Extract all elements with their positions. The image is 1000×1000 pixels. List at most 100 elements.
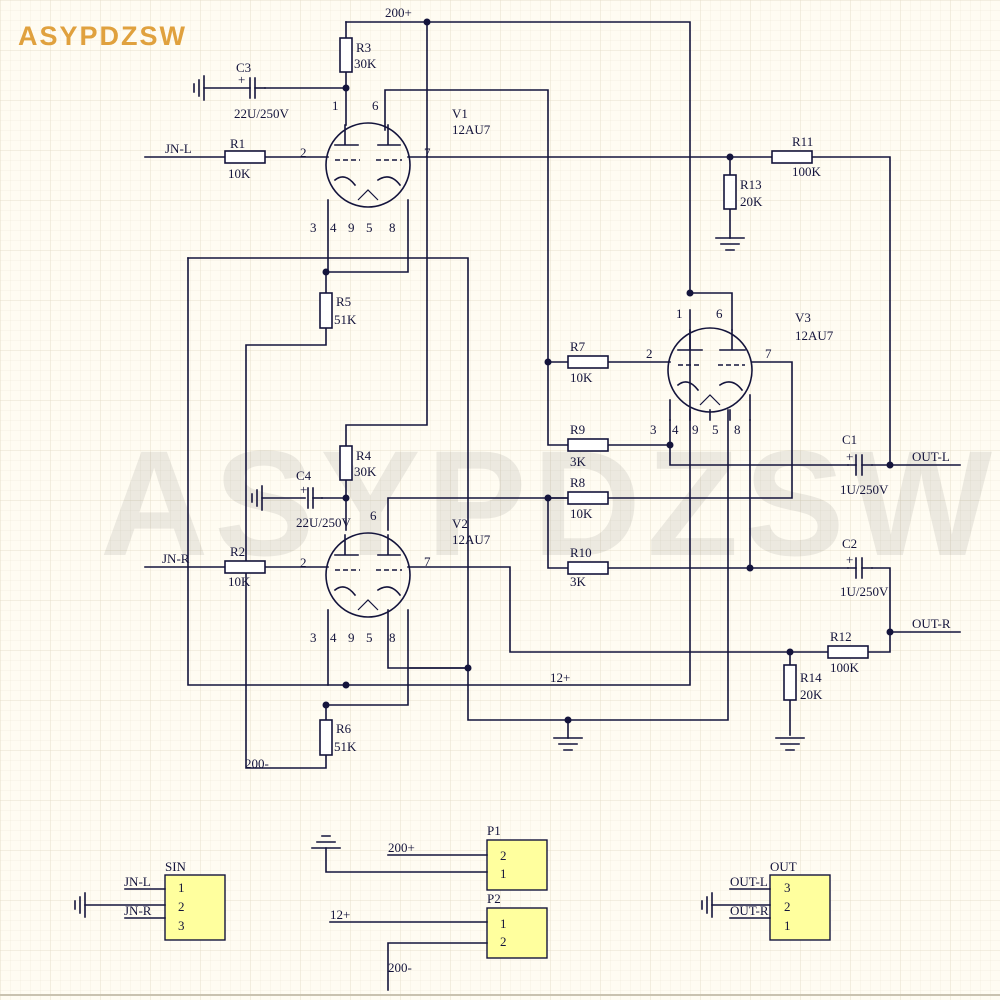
label-components-r9-value: 3K xyxy=(570,454,587,469)
label-pins-p1: 1 xyxy=(332,98,339,113)
connector-p2 xyxy=(329,907,548,991)
label-signals-in_r: JN-R xyxy=(162,551,190,566)
label-connectors-sin-labels-1: JN-R xyxy=(124,903,152,918)
label-pins-p4: 4 xyxy=(330,630,337,645)
tube-v2 xyxy=(325,532,411,618)
label-components-r13-value: 20K xyxy=(740,194,763,209)
capacitor-c2 xyxy=(847,557,873,579)
labels: 200+ 200- 12+ R1 10K R2 10K R3 30K R4 30… xyxy=(124,5,951,975)
resistor-r11 xyxy=(771,150,813,164)
label-pins-p2: 2 xyxy=(300,555,307,570)
resistor-r1 xyxy=(224,150,266,164)
label-components-r7-value: 10K xyxy=(570,370,593,385)
label-components-r5-ref: R5 xyxy=(336,294,351,309)
label-connectors-p2-pins-1: 2 xyxy=(500,934,507,949)
label-connectors-p2-name: P2 xyxy=(487,891,501,906)
label-connectors-out-pins-0: 3 xyxy=(784,880,791,895)
resistor-r5 xyxy=(319,292,333,329)
label-connectors-sin-labels-0: JN-L xyxy=(124,874,151,889)
ground-icon xyxy=(193,75,205,101)
label-components-r2-value: 10K xyxy=(228,574,251,589)
label-components-r3-value: 30K xyxy=(354,56,377,71)
label-components-r7-ref: R7 xyxy=(570,339,586,354)
label-components-r13-ref: R13 xyxy=(740,177,762,192)
brand-logo: ASYPDZSW xyxy=(18,21,187,51)
label-connectors-sin-pins-1: 2 xyxy=(178,899,185,914)
label-components-v2-value: 12AU7 xyxy=(452,532,491,547)
label-pins-p2: 2 xyxy=(646,346,653,361)
label-components-r14-value: 20K xyxy=(800,687,823,702)
label-components-c4-value: 22U/250V xyxy=(296,515,352,530)
label-connectors-p2-pins-0: 1 xyxy=(500,916,507,931)
ground-icon xyxy=(251,485,263,511)
label-components-r6-value: 51K xyxy=(334,739,357,754)
ground-icon xyxy=(775,737,805,751)
resistor-r3 xyxy=(339,37,353,73)
wires xyxy=(144,21,961,769)
label-components-v3-value: 12AU7 xyxy=(795,328,834,343)
label-components-r8-value: 10K xyxy=(570,506,593,521)
resistor-r14 xyxy=(783,664,797,701)
junctions xyxy=(322,18,894,724)
label-components-r4-ref: R4 xyxy=(356,448,372,463)
connector-p1 xyxy=(325,839,548,891)
label-connectors-p1-label: 200+ xyxy=(388,840,415,855)
label-components-r11-value: 100K xyxy=(792,164,822,179)
label-connectors-p2-labels-1: 200- xyxy=(388,960,412,975)
label-connectors-sin-name: SIN xyxy=(165,859,187,874)
label-components-c3-ref: C3 xyxy=(236,60,251,75)
label-components-r14-ref: R14 xyxy=(800,670,822,685)
label-pins-p8: 8 xyxy=(389,630,396,645)
resistor-r9 xyxy=(567,438,609,452)
label-pins-p9: 9 xyxy=(692,422,699,437)
label-components-r10-ref: R10 xyxy=(570,545,592,560)
tube-v1 xyxy=(325,122,411,208)
net-12p: 12+ xyxy=(550,670,570,685)
label-pins-p1: 1 xyxy=(676,306,683,321)
label-connectors-out-pins-1: 2 xyxy=(784,899,791,914)
resistor-r13 xyxy=(723,174,737,210)
capacitors xyxy=(249,77,873,579)
capacitor-c3 xyxy=(249,77,266,99)
resistor-r4 xyxy=(339,445,353,481)
label-components-v2-ref: V2 xyxy=(452,516,468,531)
label-connectors-sin-pins-0: 1 xyxy=(178,880,185,895)
label-pins-p5: 5 xyxy=(366,220,373,235)
label-connectors-p1-name: P1 xyxy=(487,823,501,838)
label-components-r1-value: 10K xyxy=(228,166,251,181)
label-components-r1-ref: R1 xyxy=(230,136,245,151)
label-components-v3-ref: V3 xyxy=(795,310,811,325)
resistor-r2 xyxy=(224,560,266,574)
resistor-r10 xyxy=(567,561,609,575)
net-200m: 200- xyxy=(245,756,269,771)
label-pins-p7: 7 xyxy=(424,145,431,160)
label-components-r2-ref: R2 xyxy=(230,544,245,559)
ground-icon xyxy=(715,237,745,251)
label-components-c1-ref: C1 xyxy=(842,432,857,447)
resistor-r6 xyxy=(319,719,333,756)
label-pins-p4: 4 xyxy=(330,220,337,235)
label-components-r8-ref: R8 xyxy=(570,475,585,490)
label-components-r10-value: 3K xyxy=(570,574,587,589)
resistor-r7 xyxy=(567,355,609,369)
ground-icon xyxy=(553,737,583,751)
label-pins-p5: 5 xyxy=(712,422,719,437)
label-pins-plus: + xyxy=(238,72,245,87)
label-components-r4-value: 30K xyxy=(354,464,377,479)
label-components-r12-value: 100K xyxy=(830,660,860,675)
label-connectors-p1-pins-1: 1 xyxy=(500,866,507,881)
label-components-r3-ref: R3 xyxy=(356,40,371,55)
label-components-v1-ref: V1 xyxy=(452,106,468,121)
label-components-c2-ref: C2 xyxy=(842,536,857,551)
label-components-r6-ref: R6 xyxy=(336,721,352,736)
label-pins-p3: 3 xyxy=(310,630,317,645)
ground-symbols xyxy=(74,75,805,918)
label-signals-out_l: OUT-L xyxy=(912,449,950,464)
capacitor-c4 xyxy=(307,487,323,509)
label-components-c2-value: 1U/250V xyxy=(840,584,889,599)
label-components-c3-value: 22U/250V xyxy=(234,106,290,121)
connector-sin xyxy=(84,874,226,941)
tube-v3 xyxy=(667,327,753,421)
